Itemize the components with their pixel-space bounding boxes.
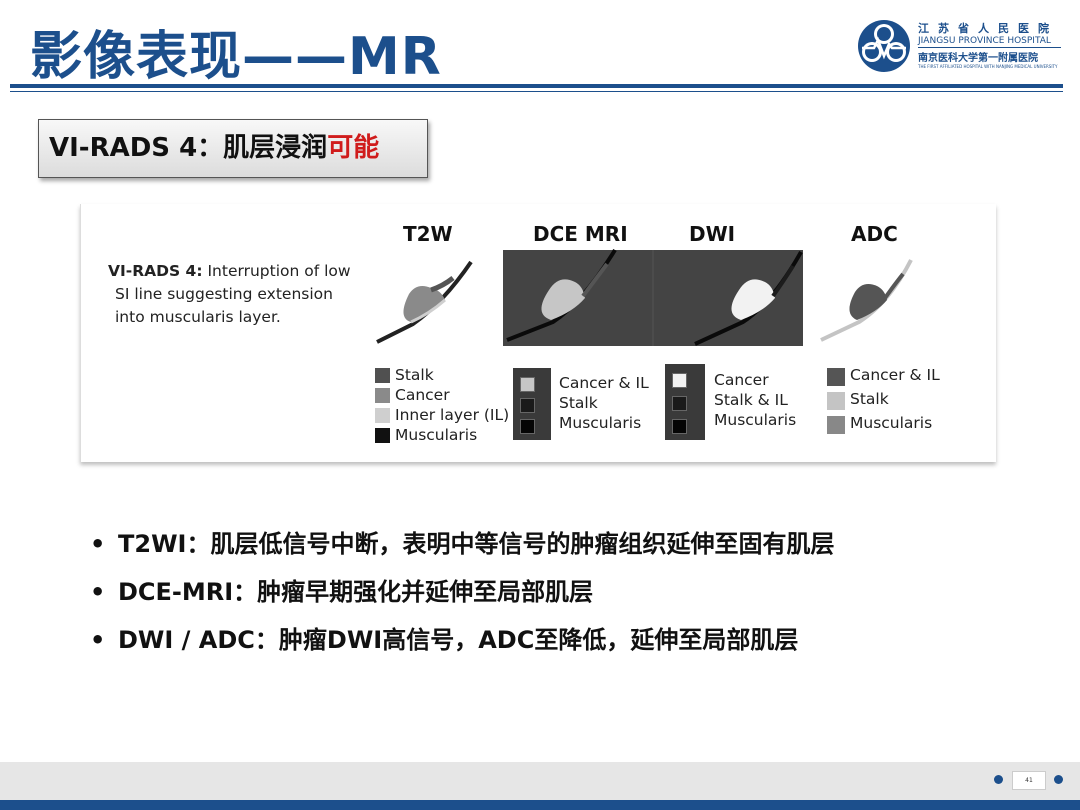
column-label-dwi: DWI [689, 222, 736, 246]
swatch-stalk-il [672, 396, 687, 411]
logo-name-en: JIANGSU PROVINCE HOSPITAL [918, 36, 1061, 48]
figure-description: VI-RADS 4: Interruption of low SI line s… [108, 260, 378, 329]
subtitle-box: VI-RADS 4：肌层浸润可能 [38, 119, 428, 178]
hospital-logo: 江苏省人民医院 JIANGSU PROVINCE HOSPITAL 南京医科大学… [856, 18, 1061, 74]
swatch-muscularis [520, 419, 535, 434]
t2w-diagram [376, 260, 473, 344]
bullet-item: • DCE-MRI：肿瘤早期强化并延伸至局部肌层 [90, 573, 1050, 621]
column-label-t2w: T2W [403, 222, 453, 246]
swatch-stalk [520, 398, 535, 413]
column-label-dce: DCE MRI [533, 222, 628, 246]
legend-label: Muscularis [395, 426, 478, 444]
swatch-muscularis [375, 428, 390, 443]
legend-label: Stalk [559, 394, 598, 412]
legend-label: Muscularis [559, 414, 642, 432]
subtitle-text: VI-RADS 4：肌层浸润 [49, 133, 328, 163]
legend-label: Stalk & IL [714, 391, 788, 409]
figure-description-bold: VI-RADS 4: [108, 262, 203, 280]
page-title: 影像表现——MR [30, 27, 442, 87]
footer-dot-icon [994, 775, 1003, 784]
subtitle-highlight: 可能 [327, 133, 380, 163]
bullet-item: • DWI / ADC：肿瘤DWI高信号，ADC至降低，延伸至局部肌层 [90, 621, 1050, 669]
figure-description-line3: into muscularis layer. [115, 308, 281, 326]
legend-label: Muscularis [714, 411, 797, 429]
legend-label: Stalk [850, 390, 889, 408]
legend-label: Cancer & IL [559, 374, 649, 392]
adc-diagram [820, 259, 913, 342]
swatch-cancer-il [827, 368, 845, 386]
swatch-inner-layer [375, 408, 390, 423]
bullet-text: DCE-MRI：肿瘤早期强化并延伸至局部肌层 [118, 578, 594, 606]
legend-label: Stalk [395, 366, 434, 384]
bullet-text: T2WI：肌层低信号中断，表明中等信号的肿瘤组织延伸至固有肌层 [118, 530, 835, 558]
swatch-stalk [827, 392, 845, 410]
dce-dwi-diagram [503, 248, 803, 346]
bullet-dot-icon: • [90, 530, 106, 558]
legend-label: Cancer & IL [850, 366, 940, 384]
header-rule [10, 84, 1063, 88]
footer-bar [0, 800, 1080, 810]
swatch-stalk [375, 368, 390, 383]
figure-description-line2: SI line suggesting extension [115, 285, 333, 303]
bullet-text: DWI / ADC：肿瘤DWI高信号，ADC至降低，延伸至局部肌层 [118, 626, 799, 654]
figure-description-line1: Interruption of low [202, 262, 351, 280]
legend-label: Inner layer (IL) [395, 406, 510, 424]
legend-dce-swatches [513, 368, 551, 440]
footer [0, 762, 1080, 800]
legend-dwi-swatches [665, 364, 705, 440]
bullet-item: • T2WI：肌层低信号中断，表明中等信号的肿瘤组织延伸至固有肌层 [90, 525, 1050, 573]
swatch-cancer-il [520, 377, 535, 392]
header-rule-thin [10, 91, 1063, 92]
logo-affiliation-cn: 南京医科大学第一附属医院 [918, 53, 1038, 64]
bullet-list: • T2WI：肌层低信号中断，表明中等信号的肿瘤组织延伸至固有肌层 • DCE-MR… [90, 525, 1050, 669]
bullet-dot-icon: • [90, 626, 106, 654]
logo-name-cn: 江苏省人民医院 [918, 22, 1058, 35]
swatch-muscularis [827, 416, 845, 434]
vi-rads-figure: VI-RADS 4: Interruption of low SI line s… [80, 204, 996, 462]
hospital-emblem-icon [858, 20, 910, 72]
page-number: 41 [1012, 771, 1046, 790]
column-label-adc: ADC [851, 222, 898, 246]
footer-dot-icon [1054, 775, 1063, 784]
legend-label: Muscularis [850, 414, 933, 432]
swatch-muscularis [672, 419, 687, 434]
swatch-cancer [375, 388, 390, 403]
legend-label: Cancer [714, 371, 769, 389]
bullet-dot-icon: • [90, 578, 106, 606]
legend-label: Cancer [395, 386, 450, 404]
logo-affiliation-en: THE FIRST AFFILIATED HOSPITAL WITH NANJI… [918, 64, 1058, 69]
swatch-cancer [672, 373, 687, 388]
